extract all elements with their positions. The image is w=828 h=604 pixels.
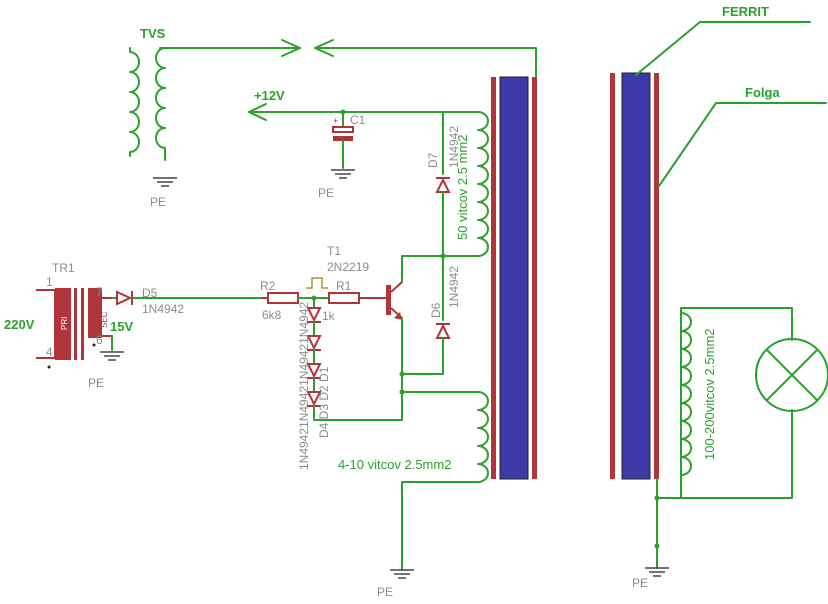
- c1-label: C1: [350, 113, 366, 127]
- d6-part: 1N4942: [447, 266, 461, 308]
- ferrite-core-right: [610, 72, 659, 480]
- d5-diode: [111, 290, 263, 306]
- tvs-label: TVS: [140, 26, 166, 41]
- tr1-ground: [99, 351, 125, 361]
- v15-label: 15V: [110, 319, 133, 334]
- plus12v-label: +12V: [254, 88, 285, 103]
- v220-label: 220V: [4, 317, 35, 332]
- pin-4: 4: [46, 345, 53, 359]
- ferrit-label: FERRIT: [722, 4, 769, 19]
- secondary-pe-label: PE: [632, 576, 648, 590]
- d5-label: D5: [142, 286, 158, 300]
- folga-label: Folga: [745, 85, 780, 100]
- pulse-icon: [306, 277, 328, 289]
- tr1-transformer: [36, 288, 112, 369]
- d6-label: D6: [429, 302, 443, 318]
- ferrite-core-left: [491, 76, 537, 480]
- feedback-winding: [401, 391, 489, 571]
- tvs-ground: [152, 177, 178, 187]
- diode-stack: [306, 297, 403, 421]
- t1-transistor: [386, 281, 403, 393]
- tvs-inductor: [129, 47, 301, 161]
- secondary-ground: [644, 567, 670, 577]
- secondary-winding: [680, 312, 692, 499]
- r2-resistor: [262, 292, 330, 304]
- tr1-pe-label: PE: [88, 376, 104, 390]
- ferrit-leader: [635, 21, 811, 76]
- winding-4-10-label: 4-10 vitcov 2.5mm2: [338, 457, 451, 472]
- t1-label: T1: [327, 244, 341, 258]
- tr1-sec: SEC: [100, 311, 109, 328]
- d5-part: 1N4942: [142, 302, 184, 316]
- c1-ground: [330, 169, 356, 179]
- diode-stack-names: D4 D3 D2 D1: [317, 366, 331, 438]
- pin-7: 7: [96, 285, 103, 299]
- tvs-pe-label: PE: [150, 195, 166, 209]
- diode-stack-parts: 1N49421N49421N49421N4942: [297, 302, 311, 470]
- tr1-pri: PRI: [60, 317, 69, 330]
- c1-plus: +: [333, 116, 338, 126]
- c1-capacitor: [332, 109, 354, 169]
- tr1-label: TR1: [52, 261, 75, 275]
- winding-100-200-label: 100-200vitcov 2.5mm2: [702, 328, 717, 460]
- r2-label: R2: [260, 279, 276, 293]
- lamp-icon: [755, 338, 828, 412]
- d7-part: 1N4942: [447, 126, 461, 168]
- feedback-pe-label: PE: [377, 585, 393, 599]
- t1-part: 2N2219: [327, 260, 369, 274]
- r1-value: 1k: [322, 309, 336, 323]
- d7-label: D7: [426, 152, 440, 168]
- primary-winding: [442, 111, 489, 257]
- feedback-ground: [389, 569, 415, 579]
- d6-diode: [401, 255, 451, 375]
- pin-1: 1: [46, 275, 53, 289]
- winding-50-label: 50 vitcov 2.5 mm2: [455, 135, 470, 241]
- pin-6: 6: [96, 333, 103, 347]
- c1-pe-label: PE: [318, 186, 334, 200]
- r1-resistor: [328, 292, 386, 304]
- r1-label: R1: [336, 279, 352, 293]
- d7-diode: [435, 111, 451, 257]
- folga-leader: [658, 102, 827, 187]
- r2-value: 6k8: [262, 308, 282, 322]
